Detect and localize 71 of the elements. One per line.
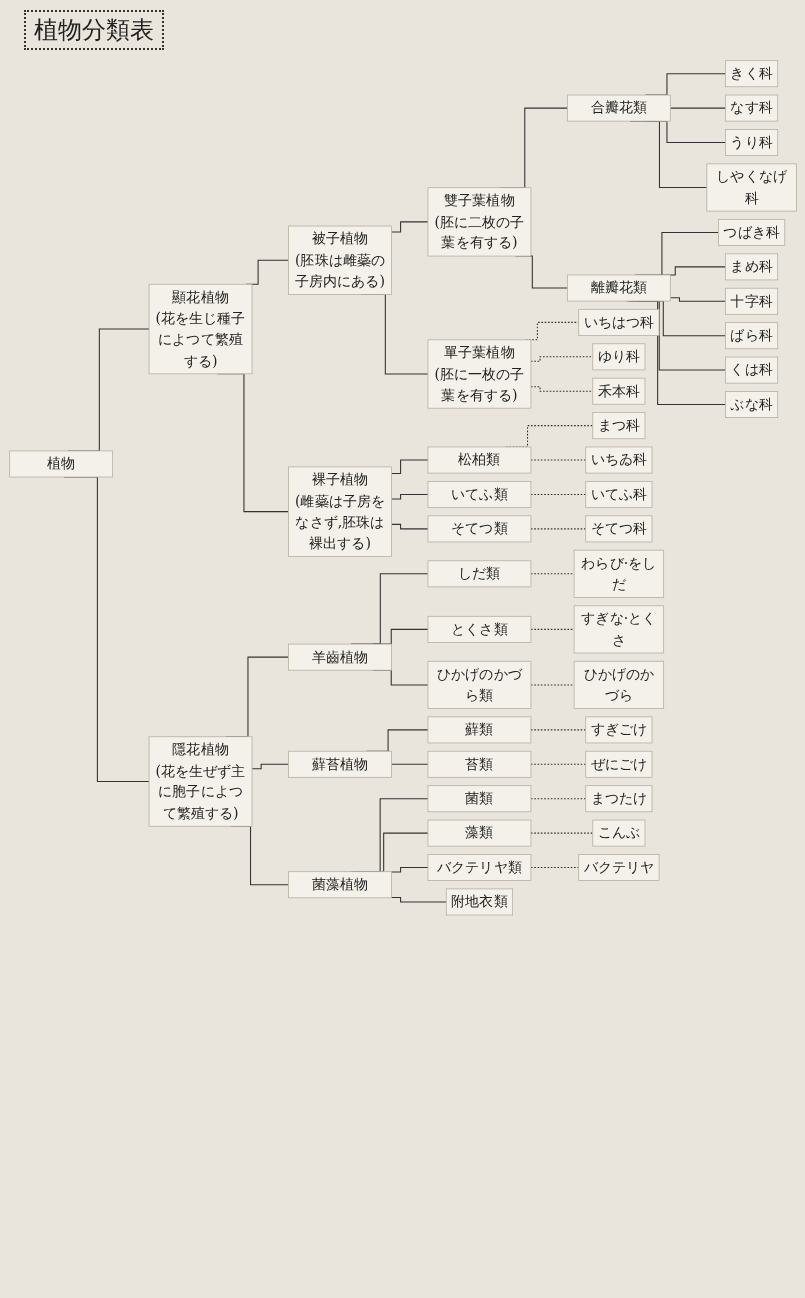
- node-box: いちゐ科: [584, 446, 652, 474]
- node-box: ぶな科: [724, 391, 778, 418]
- node-box: しやくなげ科: [705, 163, 797, 212]
- node-box: くは科: [724, 356, 778, 384]
- connector: [669, 107, 726, 109]
- node-box: ひかげのかづら類: [427, 660, 531, 709]
- node-box: ばら科: [724, 322, 778, 350]
- node-box: 蘚類: [427, 716, 531, 744]
- connector: [529, 867, 579, 869]
- connector: [529, 528, 586, 530]
- node-box: バクテリヤ: [577, 854, 659, 881]
- node-box: 植物: [8, 450, 113, 478]
- connector: [390, 523, 428, 530]
- node-box: 蘚苔植物: [287, 750, 392, 778]
- node-box: なす科: [724, 94, 778, 122]
- node-box: そてつ科: [584, 515, 652, 543]
- node-box: すぎな·とくさ: [573, 605, 664, 654]
- node-box: 附地衣類: [445, 888, 513, 916]
- node-box: ゆり科: [591, 343, 645, 371]
- node-box: すぎごけ: [584, 716, 652, 744]
- connector: [529, 573, 575, 575]
- node-box: ぜにごけ: [584, 750, 652, 778]
- node-box: 雙子葉植物 (胚に二枚の子葉を有する): [427, 187, 531, 257]
- node-box: 藻類: [427, 819, 531, 847]
- node-box: 合瓣花類: [566, 94, 671, 122]
- node-box: 離瓣花類: [566, 274, 671, 302]
- connector: [390, 459, 428, 475]
- node-box: 被子植物 (胚珠は雌蘂の子房内にある): [287, 225, 392, 295]
- node-box: 單子葉植物 (胚に一枚の子葉を有する): [427, 339, 531, 409]
- node-box: うり科: [724, 129, 778, 156]
- node-box: 苔類: [427, 750, 531, 778]
- node-box: 松柏類: [427, 446, 531, 474]
- connector: [529, 386, 593, 392]
- node-box: こんぶ: [591, 819, 645, 847]
- connector: [669, 297, 726, 302]
- node-box: まつ科: [591, 412, 645, 440]
- connector: [529, 729, 586, 731]
- node-box: 十字科: [724, 287, 778, 315]
- connector: [529, 493, 586, 495]
- node-box: バクテリヤ類: [427, 854, 531, 881]
- node-box: 羊齒植物: [287, 643, 392, 671]
- connector: [390, 896, 447, 903]
- node-box: まめ科: [724, 253, 778, 281]
- connector: [529, 832, 593, 834]
- connector: [390, 763, 428, 765]
- node-box: 顯花植物 (花を生じ種子によつて繁殖する): [148, 283, 252, 375]
- node-box: しだ類: [427, 560, 531, 588]
- node-box: とくさ類: [427, 615, 531, 643]
- node-box: わらび·をしだ: [573, 549, 664, 598]
- connector: [529, 763, 586, 765]
- connector: [529, 628, 575, 630]
- node-box: 菌藻植物: [287, 871, 392, 899]
- node-box: まつたけ: [584, 785, 652, 813]
- node-box: そてつ類: [427, 515, 531, 543]
- connector: [390, 493, 428, 500]
- connector: [390, 221, 428, 233]
- node-box: ひかげのかづら: [573, 660, 664, 709]
- node-box: 裸子植物 (雌蘂は子房をなさず,胚珠は裸出する): [287, 466, 392, 557]
- node-box: いてふ科: [584, 480, 652, 508]
- node-box: つばき科: [717, 219, 785, 246]
- node-box: 隱花植物 (花を生ぜず主に胞子によつて繁殖する): [148, 736, 252, 827]
- node-box: 禾本科: [591, 377, 645, 405]
- connector: [529, 798, 586, 800]
- node-box: いちはつ科: [577, 308, 659, 336]
- node-box: きく科: [724, 60, 778, 88]
- connector: [251, 763, 289, 770]
- connector: [529, 356, 593, 362]
- title: 植物分類表: [24, 10, 164, 50]
- connector: [390, 867, 428, 873]
- node-box: 菌類: [427, 785, 531, 813]
- node-box: いてふ類: [427, 480, 531, 508]
